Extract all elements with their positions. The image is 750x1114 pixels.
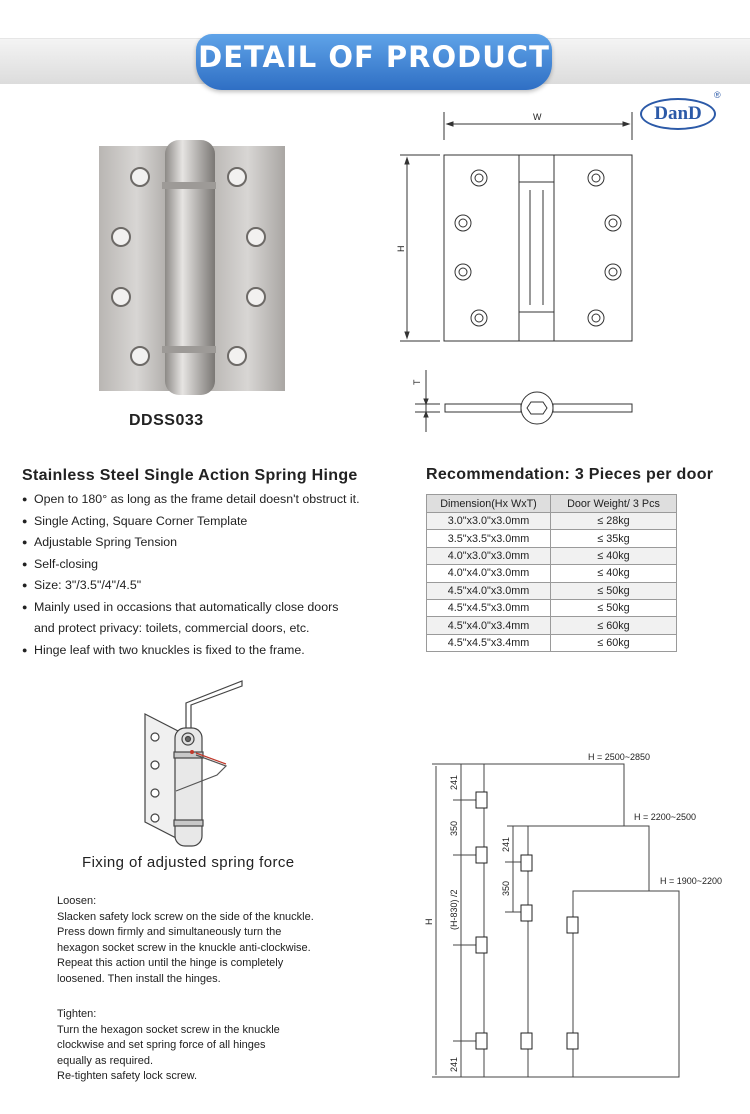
instruction-line: hexagon socket screw in the knuckle anti… bbox=[57, 941, 311, 954]
table-cell: 4.5"x4.5"x3.4mm bbox=[426, 633, 551, 653]
table-row: 4.0"x3.0"x3.0mm≤ 40kg bbox=[426, 546, 677, 566]
header-banner-tab bbox=[182, 34, 566, 90]
hinge-technical-drawing bbox=[400, 112, 633, 432]
column-header: Door Weight/ 3 Pcs bbox=[550, 494, 677, 513]
table-cell: ≤ 35kg bbox=[550, 529, 677, 548]
feature-item: Mainly used in occasions that automatica… bbox=[22, 597, 402, 619]
instruction-line: loosened. Then install the hinges. bbox=[57, 972, 221, 985]
product-model: DDSS033 bbox=[129, 412, 204, 429]
dim-241-bottom: 241 bbox=[449, 1057, 459, 1072]
feature-item: Single Acting, Square Corner Template bbox=[22, 511, 402, 533]
table-cell: 4.0"x3.0"x3.0mm bbox=[426, 546, 551, 566]
table-cell: ≤ 60kg bbox=[550, 616, 677, 635]
table-row: 3.5"x3.5"x3.0mm≤ 35kg bbox=[426, 529, 677, 548]
dim-350-second: 350 bbox=[501, 881, 511, 896]
recommendation-title: Recommendation: 3 Pieces per door bbox=[426, 466, 714, 483]
table-cell: ≤ 40kg bbox=[550, 546, 677, 566]
feature-item: Open to 180° as long as the frame detail… bbox=[22, 489, 402, 511]
instruction-line: Re-tighten safety lock screw. bbox=[57, 1070, 198, 1082]
recommendation-table: Dimension(Hx WxT) Door Weight/ 3 Pcs 3.0… bbox=[426, 494, 677, 653]
height-label-1: H = 2500~2850 bbox=[588, 752, 650, 762]
dim-w-label: W bbox=[533, 112, 542, 122]
loosen-instructions: Loosen: Slacken safety lock screw on the… bbox=[57, 894, 377, 987]
table-cell: 4.0"x4.0"x3.0mm bbox=[426, 564, 551, 583]
dim-t-label: T bbox=[412, 379, 422, 385]
table-row: 4.0"x4.0"x3.0mm≤ 40kg bbox=[426, 564, 677, 583]
feature-item: Hinge leaf with two knuckles is fixed to… bbox=[22, 640, 402, 662]
dim-241-second: 241 bbox=[501, 837, 511, 852]
hex-key-illustration bbox=[144, 680, 243, 847]
feature-continuation: and protect privacy: toilets, commercial… bbox=[34, 621, 310, 635]
table-row: 4.5"x4.0"x3.0mm≤ 50kg bbox=[426, 581, 677, 600]
table-row: 4.5"x4.0"x3.4mm≤ 60kg bbox=[426, 616, 677, 635]
dim-h: H bbox=[424, 919, 434, 926]
dim-241-top: 241 bbox=[449, 775, 459, 790]
dim-350: 350 bbox=[449, 821, 459, 836]
registered-mark: ® bbox=[714, 90, 721, 100]
table-row: 4.5"x4.5"x3.0mm≤ 50kg bbox=[426, 598, 677, 618]
feature-item: Size: 3"/3.5"/4"/4.5" bbox=[22, 575, 402, 597]
table-cell: ≤ 60kg bbox=[550, 633, 677, 653]
dim-h-label: H bbox=[396, 246, 406, 253]
table-cell: 3.0"x3.0"x3.0mm bbox=[426, 511, 551, 531]
instruction-line: equally as required. bbox=[57, 1054, 154, 1067]
page-title: DETAIL OF PRODUCT bbox=[198, 40, 550, 74]
dim-mid: (H-830) /2 bbox=[449, 889, 459, 930]
table-cell: ≤ 50kg bbox=[550, 598, 677, 618]
table-header-row: Dimension(Hx WxT) Door Weight/ 3 Pcs bbox=[426, 494, 677, 513]
table-cell: ≤ 28kg bbox=[550, 511, 677, 531]
height-label-3: H = 1900~2200 bbox=[660, 876, 722, 886]
table-cell: ≤ 50kg bbox=[550, 581, 677, 600]
feature-item: Adjustable Spring Tension bbox=[22, 532, 402, 554]
table-cell: 4.5"x4.0"x3.0mm bbox=[426, 581, 551, 600]
instruction-line: Tighten: bbox=[57, 1008, 97, 1020]
table-cell: ≤ 40kg bbox=[550, 564, 677, 583]
table-row: 3.0"x3.0"x3.0mm≤ 28kg bbox=[426, 511, 677, 531]
table-row: 4.5"x4.5"x3.4mm≤ 60kg bbox=[426, 633, 677, 653]
instruction-line: Press down firmly and simultaneously tur… bbox=[57, 926, 282, 938]
feature-item: Self-closing bbox=[22, 554, 402, 576]
brand-logo: DanD bbox=[640, 98, 716, 130]
height-label-2: H = 2200~2500 bbox=[634, 812, 696, 822]
table-cell: 3.5"x3.5"x3.0mm bbox=[426, 529, 551, 548]
table-cell: 4.5"x4.0"x3.4mm bbox=[426, 616, 551, 635]
instruction-line: Repeat this action until the hinge is co… bbox=[57, 957, 284, 969]
fixing-caption: Fixing of adjusted spring force bbox=[82, 854, 295, 871]
instruction-line: clockwise and set spring force of all hi… bbox=[57, 1039, 266, 1051]
column-header: Dimension(Hx WxT) bbox=[426, 494, 551, 513]
instruction-line: Slacken safety lock screw on the side of… bbox=[57, 910, 314, 923]
instruction-line: Turn the hexagon socket screw in the knu… bbox=[57, 1023, 280, 1036]
feature-list: Open to 180° as long as the frame detail… bbox=[22, 489, 402, 661]
product-title: Stainless Steel Single Action Spring Hin… bbox=[22, 467, 358, 484]
instruction-line: Loosen: bbox=[57, 895, 97, 907]
door-height-diagram bbox=[432, 763, 680, 1078]
hinge-photo bbox=[99, 140, 285, 395]
table-cell: 4.5"x4.5"x3.0mm bbox=[426, 598, 551, 618]
tighten-instructions: Tighten: Turn the hexagon socket screw i… bbox=[57, 1007, 377, 1085]
